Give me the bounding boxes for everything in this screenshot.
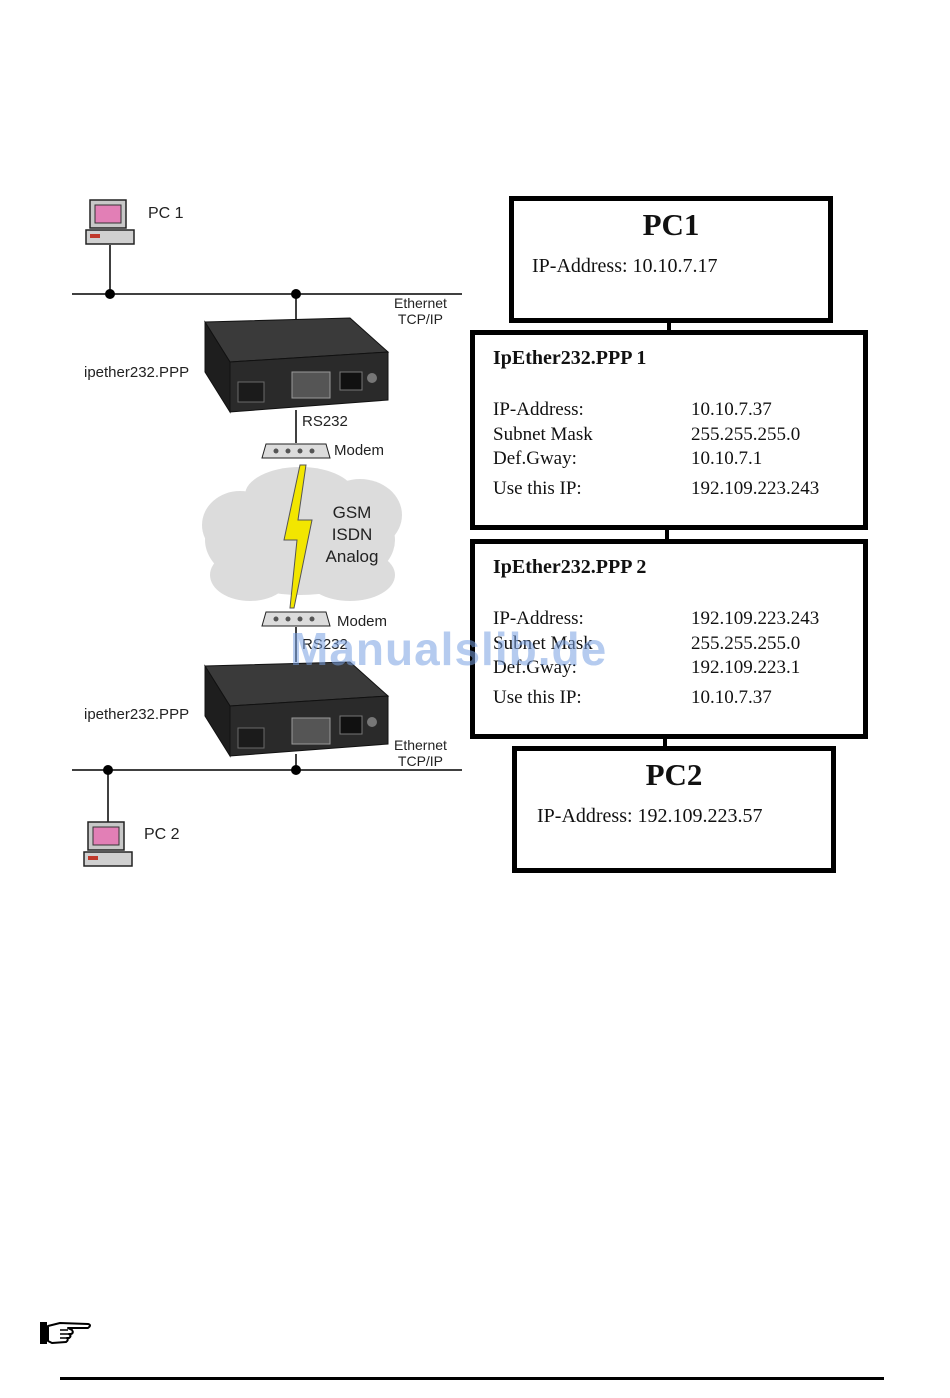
analog-text: Analog (325, 547, 379, 566)
pc2-box-title: PC2 (645, 757, 703, 792)
pc2-box: PC2 IP-Address: 192.109.223.57 (512, 746, 836, 873)
junction-dot (291, 765, 301, 775)
tcpip-text: TCP/IP (397, 753, 444, 769)
row-value: 10.10.7.37 (691, 399, 772, 420)
row-value: 192.109.223.243 (691, 478, 820, 499)
modem-label-top: Modem (334, 442, 385, 459)
pc2-label: PC 2 (144, 826, 180, 843)
row-value: 192.109.223.243 (691, 608, 820, 629)
pc1-box-title: PC1 (642, 207, 700, 242)
row-label: Subnet Mask (493, 424, 593, 445)
row-label: IP-Address: (493, 608, 584, 629)
ppp1-box: IpEther232.PPP 1 IP-Address: 10.10.7.37 … (470, 330, 868, 530)
ppp2-row-gateway: Def.Gway: 192.109.223.1 (493, 657, 853, 681)
pc1-box: PC1 IP-Address: 10.10.7.17 (509, 196, 833, 323)
pc2-ip-address: IP-Address: 192.109.223.57 (537, 805, 763, 827)
cloud-label: GSM ISDN Analog (318, 502, 386, 568)
pc2-computer-icon (83, 821, 133, 867)
ethernet-text: Ethernet (394, 295, 447, 311)
tcpip-text: TCP/IP (397, 311, 444, 327)
connector-line (663, 736, 667, 750)
modem-label-bottom: Modem (337, 613, 388, 630)
ppp1-row-subnet: Subnet Mask 255.255.255.0 (493, 424, 853, 448)
lightning-bolt-icon (283, 464, 313, 609)
device-top-label: ipether232.PPP (84, 364, 190, 381)
ppp2-row-subnet: Subnet Mask 255.255.255.0 (493, 633, 853, 657)
pc1-computer-icon (85, 199, 135, 245)
connector-line (665, 527, 669, 541)
row-label: Def.Gway: (493, 657, 577, 678)
rs232-label-bottom: RS232 (302, 636, 348, 653)
row-value: 255.255.255.0 (691, 633, 801, 654)
ethernet-text: Ethernet (394, 737, 447, 753)
modem-bottom-icon (261, 611, 331, 627)
ppp2-box: IpEther232.PPP 2 IP-Address: 192.109.223… (470, 539, 868, 739)
pc1-label: PC 1 (148, 205, 184, 222)
row-value: 255.255.255.0 (691, 424, 801, 445)
row-value: 192.109.223.1 (691, 657, 801, 678)
row-label: Subnet Mask (493, 633, 593, 654)
row-value: 10.10.7.37 (691, 687, 772, 708)
ethernet-label-bottom: Ethernet TCP/IP (394, 737, 447, 769)
footer-rule (60, 1377, 884, 1380)
watermark: Manualslib.de (290, 623, 608, 675)
pointing-hand-icon (40, 1322, 91, 1344)
row-label: Use this IP: (493, 687, 582, 708)
modem-top-icon (261, 443, 331, 459)
rs232-label-top: RS232 (302, 413, 348, 430)
ppp2-row-use-ip: Use this IP: 10.10.7.37 (493, 687, 853, 711)
row-label: Use this IP: (493, 478, 582, 499)
junction-dot (105, 289, 115, 299)
row-value: 10.10.7.1 (691, 448, 763, 469)
ppp1-row-gateway: Def.Gway: 10.10.7.1 (493, 448, 853, 472)
ipether232-device-top (204, 317, 390, 414)
connector-line (667, 320, 671, 334)
ppp1-row-use-ip: Use this IP: 192.109.223.243 (493, 478, 853, 502)
gsm-text: GSM (332, 503, 372, 522)
ppp1-box-title: IpEther232.PPP 1 (493, 347, 647, 369)
pc1-ip-address: IP-Address: 10.10.7.17 (532, 255, 718, 277)
ethernet-label-top: Ethernet TCP/IP (394, 295, 447, 327)
ppp1-row-ip: IP-Address: 10.10.7.37 (493, 399, 853, 423)
isdn-text: ISDN (331, 525, 373, 544)
network-diagram-graphics (72, 199, 462, 867)
row-label: Def.Gway: (493, 448, 577, 469)
row-label: IP-Address: (493, 399, 584, 420)
ppp2-row-ip: IP-Address: 192.109.223.243 (493, 608, 853, 632)
ipether232-device-bottom (204, 661, 390, 758)
device-bottom-label: ipether232.PPP (84, 706, 190, 723)
ppp2-box-title: IpEther232.PPP 2 (493, 556, 647, 578)
